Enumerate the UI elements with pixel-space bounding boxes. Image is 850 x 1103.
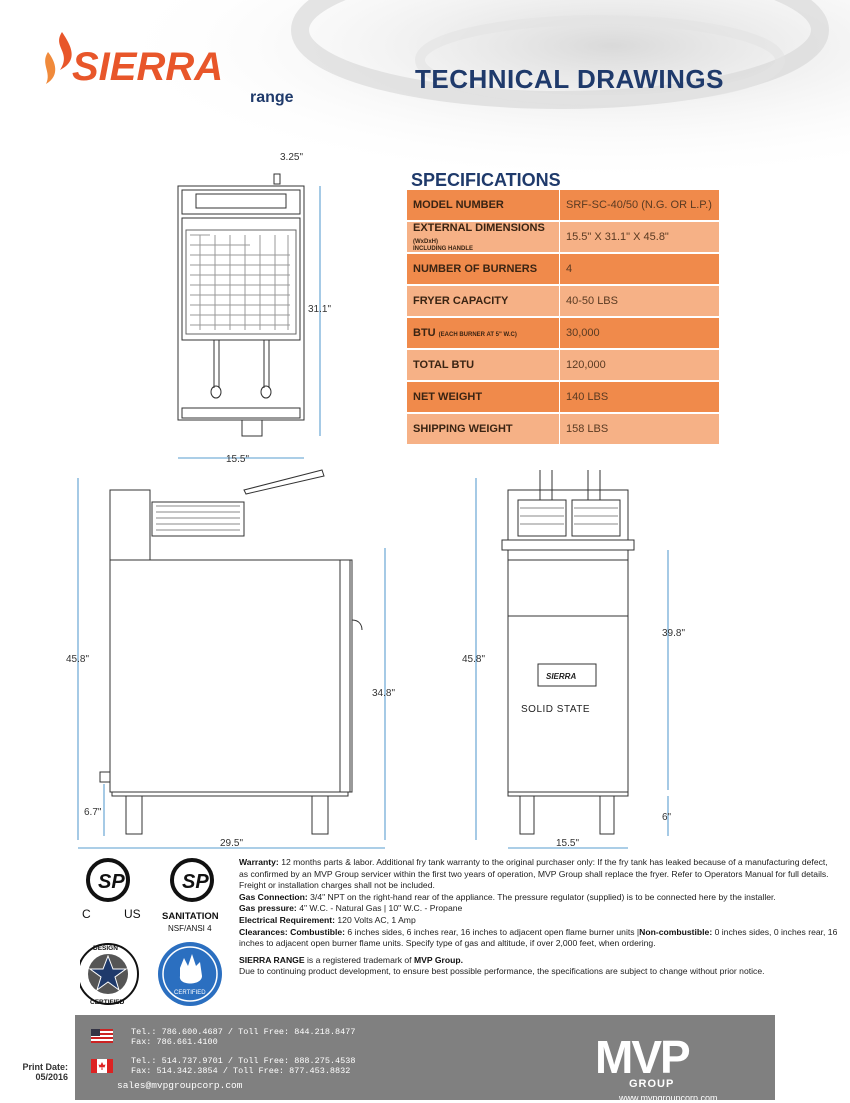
spec-label: NUMBER OF BURNERS — [407, 253, 560, 286]
spec-label: SHIPPING WEIGHT — [407, 413, 560, 446]
dim-side-cabinet: 34.8" — [372, 688, 395, 699]
website-link: www.mvpgroupcorp.com — [618, 1093, 718, 1103]
us-tel: Tel.: 786.600.4687 / Toll Free: 844.218.… — [131, 1027, 356, 1037]
sierra-logo: SIERRA range — [45, 32, 294, 106]
ca-fax: Fax: 514.342.3854 / Toll Free: 877.453.8… — [131, 1066, 351, 1076]
certification-marks: SP C US SP SANITATION NSF/ANSI 4 DESIGN … — [80, 858, 222, 1006]
csa-sanitation-icon — [170, 858, 214, 902]
svg-text:range: range — [250, 89, 294, 106]
sanitation-label: SANITATION — [162, 911, 219, 922]
spec-value: 140 LBS — [559, 381, 719, 414]
spec-row: BTU (EACH BURNER AT 5" W.C)30,000 — [407, 317, 719, 350]
dim-front-cabinet: 39.8" — [662, 628, 685, 639]
svg-text:GROUP: GROUP — [629, 1078, 674, 1090]
spec-label: MODEL NUMBER — [407, 190, 560, 222]
ca-tel: Tel.: 514.737.9701 / Toll Free: 888.275.… — [131, 1056, 356, 1066]
svg-text:SP: SP — [182, 871, 209, 893]
spec-value: 15.5" X 31.1" X 45.8" — [559, 221, 719, 254]
spec-value: 30,000 — [559, 317, 719, 350]
design-certified-icon — [80, 943, 139, 1005]
spec-value: 4 — [559, 253, 719, 286]
contact-footer: Tel.: 786.600.4687 / Toll Free: 844.218.… — [75, 1015, 775, 1103]
spec-label: TOTAL BTU — [407, 349, 560, 382]
canada-flag-icon — [91, 1059, 113, 1073]
dim-top-depth: 31.1" — [308, 304, 331, 315]
usa-flag-icon — [91, 1029, 113, 1043]
spec-value: 158 LBS — [559, 413, 719, 446]
spec-value: SRF-SC-40/50 (N.G. OR L.P.) — [559, 190, 719, 222]
dim-side-depth: 29.5" — [220, 838, 243, 849]
spec-row: EXTERNAL DIMENSIONS (WxDxH)INCLUDING HAN… — [407, 221, 719, 254]
csa-us-icon — [86, 858, 130, 902]
front-sierra-badge: SIERRA — [546, 672, 576, 681]
svg-text:DESIGN: DESIGN — [93, 945, 118, 952]
csa-c-label: C — [82, 907, 91, 921]
svg-text:MVP: MVP — [595, 1031, 690, 1083]
us-fax: Fax: 786.661.4100 — [131, 1037, 218, 1047]
technical-drawings: 3.25" 31.1" 15.5" 45.8" 34.8" 6.7" 29.5"… — [66, 152, 685, 849]
dim-front-width: 15.5" — [556, 838, 579, 849]
page-title: TECHNICAL DRAWINGS — [415, 64, 724, 94]
nsf-label: NSF/ANSI 4 — [168, 924, 212, 933]
sales-email[interactable]: sales@mvpgroupcorp.com — [117, 1080, 243, 1091]
spec-value: 40-50 LBS — [559, 285, 719, 318]
dim-front-leg: 6" — [662, 812, 672, 823]
dim-front-height: 45.8" — [462, 654, 485, 665]
svg-text:SP: SP — [98, 871, 125, 893]
dim-side-leg: 6.7" — [84, 807, 102, 818]
spec-label: FRYER CAPACITY — [407, 285, 560, 318]
mvp-group-logo: MVP GROUP www.mvpgroupcorp.com — [595, 1031, 718, 1103]
product-notes: Warranty: 12 months parts & labor. Addit… — [239, 857, 838, 977]
spec-label: EXTERNAL DIMENSIONS (WxDxH)INCLUDING HAN… — [407, 221, 560, 254]
spec-label: NET WEIGHT — [407, 381, 560, 414]
svg-text:CERTIFIED: CERTIFIED — [174, 990, 206, 996]
side-view-drawing — [77, 469, 386, 849]
spec-label: BTU (EACH BURNER AT 5" W.C) — [407, 317, 560, 350]
specifications-title: SPECIFICATIONS — [411, 170, 561, 190]
front-view-drawing — [475, 470, 669, 849]
dim-side-height: 45.8" — [66, 654, 89, 665]
spec-value: 120,000 — [559, 349, 719, 382]
dim-top-bottom-width: 15.5" — [226, 454, 249, 465]
front-solid-state-label: SOLID STATE — [521, 704, 590, 715]
csa-us-label: US — [124, 907, 141, 921]
svg-text:CERTIFIED: CERTIFIED — [90, 999, 125, 1006]
print-date: Print Date: 05/2016 — [22, 1062, 68, 1082]
top-view-drawing — [177, 173, 321, 459]
dim-top-width: 3.25" — [280, 152, 303, 163]
svg-text:SIERRA: SIERRA — [72, 45, 223, 89]
